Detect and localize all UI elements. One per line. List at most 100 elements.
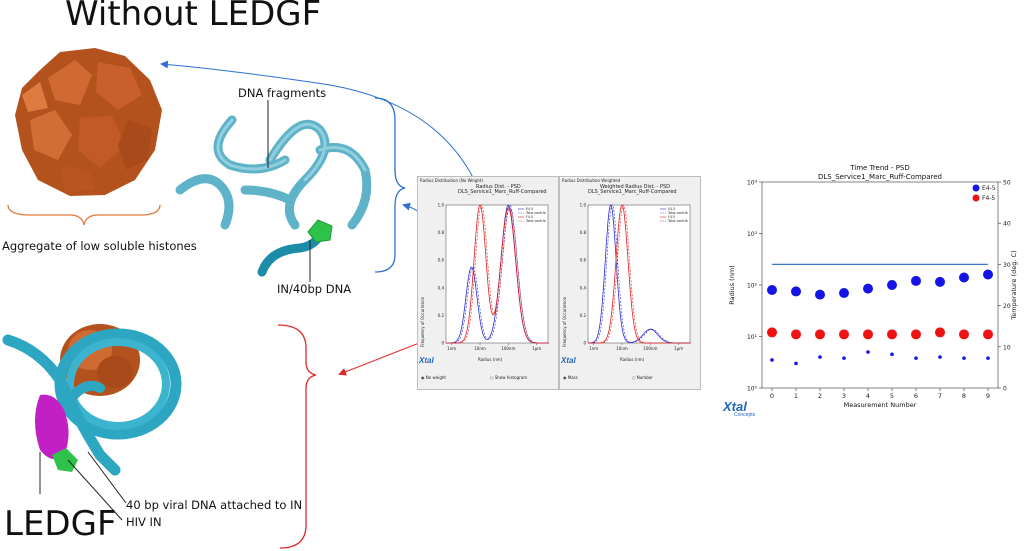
point-E4-5-minor: [866, 350, 870, 354]
point-E4-5: [767, 284, 777, 295]
point-F4-5: [863, 329, 873, 340]
point-E4-5: [887, 280, 897, 290]
point-F4-5: [815, 329, 825, 340]
dls-panel-weighted: Radius Distribution Weighted Weighted Ra…: [559, 176, 701, 390]
point-E4-5-minor: [914, 356, 918, 360]
legend-entry: Total contrib: [525, 219, 546, 223]
y-tick-label: 0.8: [438, 230, 445, 235]
point-E4-5-minor: [962, 356, 966, 360]
x-tick-label: 1nm: [589, 346, 598, 351]
point-F4-5: [887, 329, 897, 340]
x-axis-label: Radius (nm): [620, 357, 645, 362]
point-E4-5: [791, 286, 801, 297]
y-tick-label: 0.6: [580, 258, 587, 263]
point-E4-5-minor: [842, 356, 846, 360]
legend-marker: [972, 184, 980, 192]
xtal-logo-small-2: Xtal: [561, 356, 576, 365]
x-axis-label: Radius (nm): [478, 357, 503, 362]
point-E4-5: [839, 287, 849, 298]
point-E4-5-minor: [986, 356, 990, 360]
radio-mass[interactable]: ◉ Mass: [563, 375, 578, 380]
point-E4-5: [815, 289, 825, 300]
chart-subtitle: DLS_Service1_Marc_Ruff-Compared: [458, 189, 547, 195]
title-without-ledgf: Without LEDGF: [65, 0, 322, 34]
dna-brace: [374, 97, 406, 273]
nucleosome-icon: [2, 324, 182, 476]
radio-mass-label: Mass: [567, 375, 578, 380]
point-E4-5-minor: [938, 355, 942, 359]
logo-top: Xtal: [723, 399, 747, 414]
x-tick-label: 3: [842, 392, 846, 400]
in-dna-label: IN/40bp DNA: [277, 282, 352, 296]
series-contrib-E4-5: [589, 204, 692, 344]
legend-entry: Total contrib: [667, 219, 688, 223]
y-tick-label: 0: [441, 341, 444, 346]
y2-tick-label: 30: [1003, 262, 1011, 269]
x-tick-label: 100nm: [501, 346, 515, 351]
checkbox-show-histogram-label: Show histogram: [494, 375, 528, 380]
y-tick-label: 1.0: [580, 203, 587, 208]
point-E4-5: [935, 276, 945, 287]
y-tick-label: 10²: [747, 283, 758, 290]
title-ledgf: LEDGF: [4, 504, 117, 544]
y-axis-label: Frequency of Occurrence: [562, 297, 567, 347]
point-E4-5-minor: [770, 358, 774, 362]
radio-no-weight[interactable]: ◉ No weight: [421, 375, 446, 380]
y2-tick-label: 10: [1003, 344, 1011, 351]
x-tick-label: 8: [962, 392, 966, 400]
y-tick-label: 10⁴: [747, 180, 758, 187]
y2-tick-label: 0: [1003, 386, 1007, 393]
trend-plot-area: [761, 181, 999, 389]
radio-no-weight-label: No weight: [425, 375, 446, 380]
point-E4-5-minor: [794, 361, 798, 366]
y-tick-label: 10⁰: [747, 386, 758, 393]
point-F4-5: [791, 329, 801, 340]
panel-title: Radius Distribution (No Weight): [420, 178, 484, 183]
panel-title: Radius Distribution Weighted: [562, 178, 621, 183]
radio-number[interactable]: ○ Number: [632, 375, 653, 380]
x-tick-label: 0: [770, 392, 774, 400]
nucleosome-brace: [277, 324, 317, 549]
logo-text: Xtal: [419, 356, 434, 365]
y-tick-label: 0: [583, 341, 586, 346]
aggregate-label: Aggregate of low soluble histones: [2, 239, 197, 253]
x-tick-label: 4: [866, 392, 870, 400]
plot-area: [587, 204, 691, 344]
xtal-logo-small-1: Xtal: [419, 356, 434, 365]
point-E4-5: [983, 269, 993, 280]
logo-text: Xtal: [561, 356, 576, 365]
y-tick-label: 10¹: [747, 334, 758, 341]
dls-panel-unweighted: Radius Distribution (No Weight) Radius D…: [417, 176, 559, 390]
x-tick-label: 5: [890, 392, 894, 400]
y-tick-label: 0.6: [438, 258, 445, 263]
plot-area: [445, 204, 549, 344]
xtal-logo-sub: Concepts: [734, 412, 756, 418]
x-tick-label: 10nm: [616, 346, 628, 351]
point-F4-5: [935, 327, 945, 338]
y-tick-label: 0.4: [438, 285, 445, 290]
y-tick-label: 0.4: [580, 285, 587, 290]
trend-title: Time Trend - PSD: [849, 164, 910, 172]
y2-tick-label: 20: [1003, 303, 1011, 310]
legend-entry: F4-5: [526, 215, 533, 219]
y-axis-label: Frequency of Occurrence: [420, 297, 425, 347]
y2-tick-label: 50: [1003, 180, 1011, 187]
dna-fragments-label: DNA fragments: [238, 86, 327, 100]
series-contrib-F4-5: [589, 204, 692, 344]
checkbox-show-histogram[interactable]: ○ Show histogram: [490, 375, 528, 380]
x-tick-label: 2: [818, 392, 822, 400]
x-tick-label: 100nm: [643, 346, 657, 351]
histone-aggregate-icon: [15, 48, 162, 196]
point-F4-5: [839, 329, 849, 340]
trend-y-label: Radius (nm): [728, 265, 736, 304]
series-contrib-F4-5: [447, 204, 550, 344]
aggregate-brace: [7, 204, 161, 226]
y-tick-label: 10³: [747, 231, 758, 238]
chart-subtitle: DLS_Service1_Marc_Ruff-Compared: [588, 189, 677, 195]
point-E4-5: [959, 272, 969, 283]
legend-entry: Total contrib: [525, 211, 546, 215]
chart-title: Weighted Radius Dist. - PSD: [600, 184, 671, 190]
